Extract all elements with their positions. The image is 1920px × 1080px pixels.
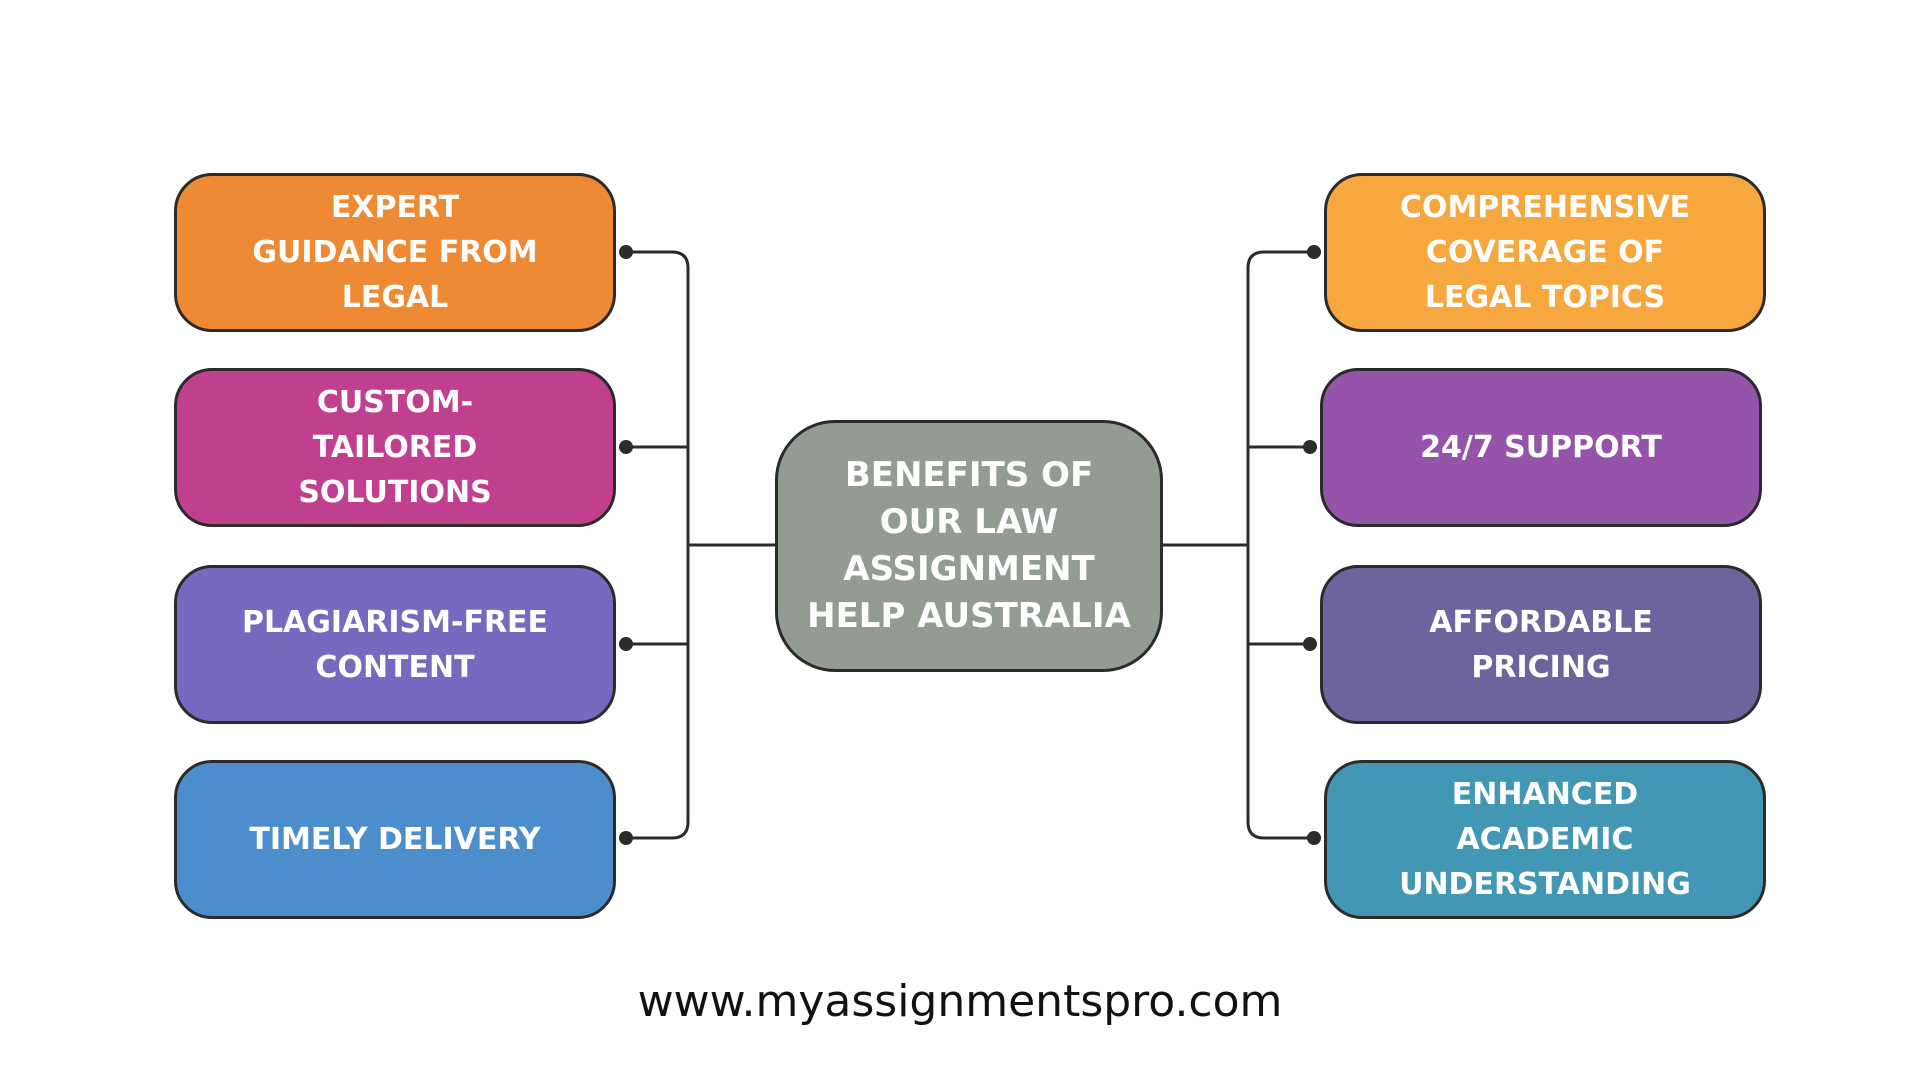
right-connector-dot-4 bbox=[1307, 831, 1321, 845]
left-connector-dot-4 bbox=[619, 831, 633, 845]
right-node-label: 24/7 SUPPORT bbox=[1420, 430, 1662, 465]
right-connector-dot-1 bbox=[1307, 245, 1321, 259]
right-node-comprehensive-coverage: COMPREHENSIVE COVERAGE OF LEGAL TOPICS bbox=[1324, 173, 1766, 332]
left-connector-dot-2 bbox=[619, 440, 633, 454]
left-node-label: CUSTOM- TAILORED SOLUTIONS bbox=[298, 385, 492, 510]
left-node-label: TIMELY DELIVERY bbox=[249, 822, 541, 857]
right-node-enhanced-understanding: ENHANCED ACADEMIC UNDERSTANDING bbox=[1324, 760, 1766, 919]
right-node-label: ENHANCED ACADEMIC UNDERSTANDING bbox=[1399, 777, 1691, 902]
left-node-plagiarism-free: PLAGIARISM-FREE CONTENT bbox=[174, 565, 616, 724]
center-node: BENEFITS OF OUR LAW ASSIGNMENT HELP AUST… bbox=[775, 420, 1163, 672]
right-connector-dot-2 bbox=[1303, 440, 1317, 454]
left-connector-dot-3 bbox=[619, 637, 633, 651]
left-node-timely-delivery: TIMELY DELIVERY bbox=[174, 760, 616, 919]
left-node-expert-guidance: EXPERT GUIDANCE FROM LEGAL bbox=[174, 173, 616, 332]
right-node-label: AFFORDABLE PRICING bbox=[1429, 604, 1653, 685]
center-node-label: BENEFITS OF OUR LAW ASSIGNMENT HELP AUST… bbox=[807, 455, 1131, 636]
right-node-support: 24/7 SUPPORT bbox=[1320, 368, 1762, 527]
right-node-label: COMPREHENSIVE COVERAGE OF LEGAL TOPICS bbox=[1399, 190, 1691, 315]
website-url: www.myassignmentspro.com bbox=[637, 976, 1283, 1027]
left-node-label: PLAGIARISM-FREE CONTENT bbox=[241, 604, 549, 685]
right-node-affordable-pricing: AFFORDABLE PRICING bbox=[1320, 565, 1762, 724]
left-node-label: EXPERT GUIDANCE FROM LEGAL bbox=[252, 190, 538, 315]
left-node-custom-tailored: CUSTOM- TAILORED SOLUTIONS bbox=[174, 368, 616, 527]
right-connector-spine bbox=[1246, 250, 1316, 840]
right-connector-dot-3 bbox=[1303, 637, 1317, 651]
left-connector-dot-1 bbox=[619, 245, 633, 259]
left-connector-spine bbox=[623, 250, 690, 840]
